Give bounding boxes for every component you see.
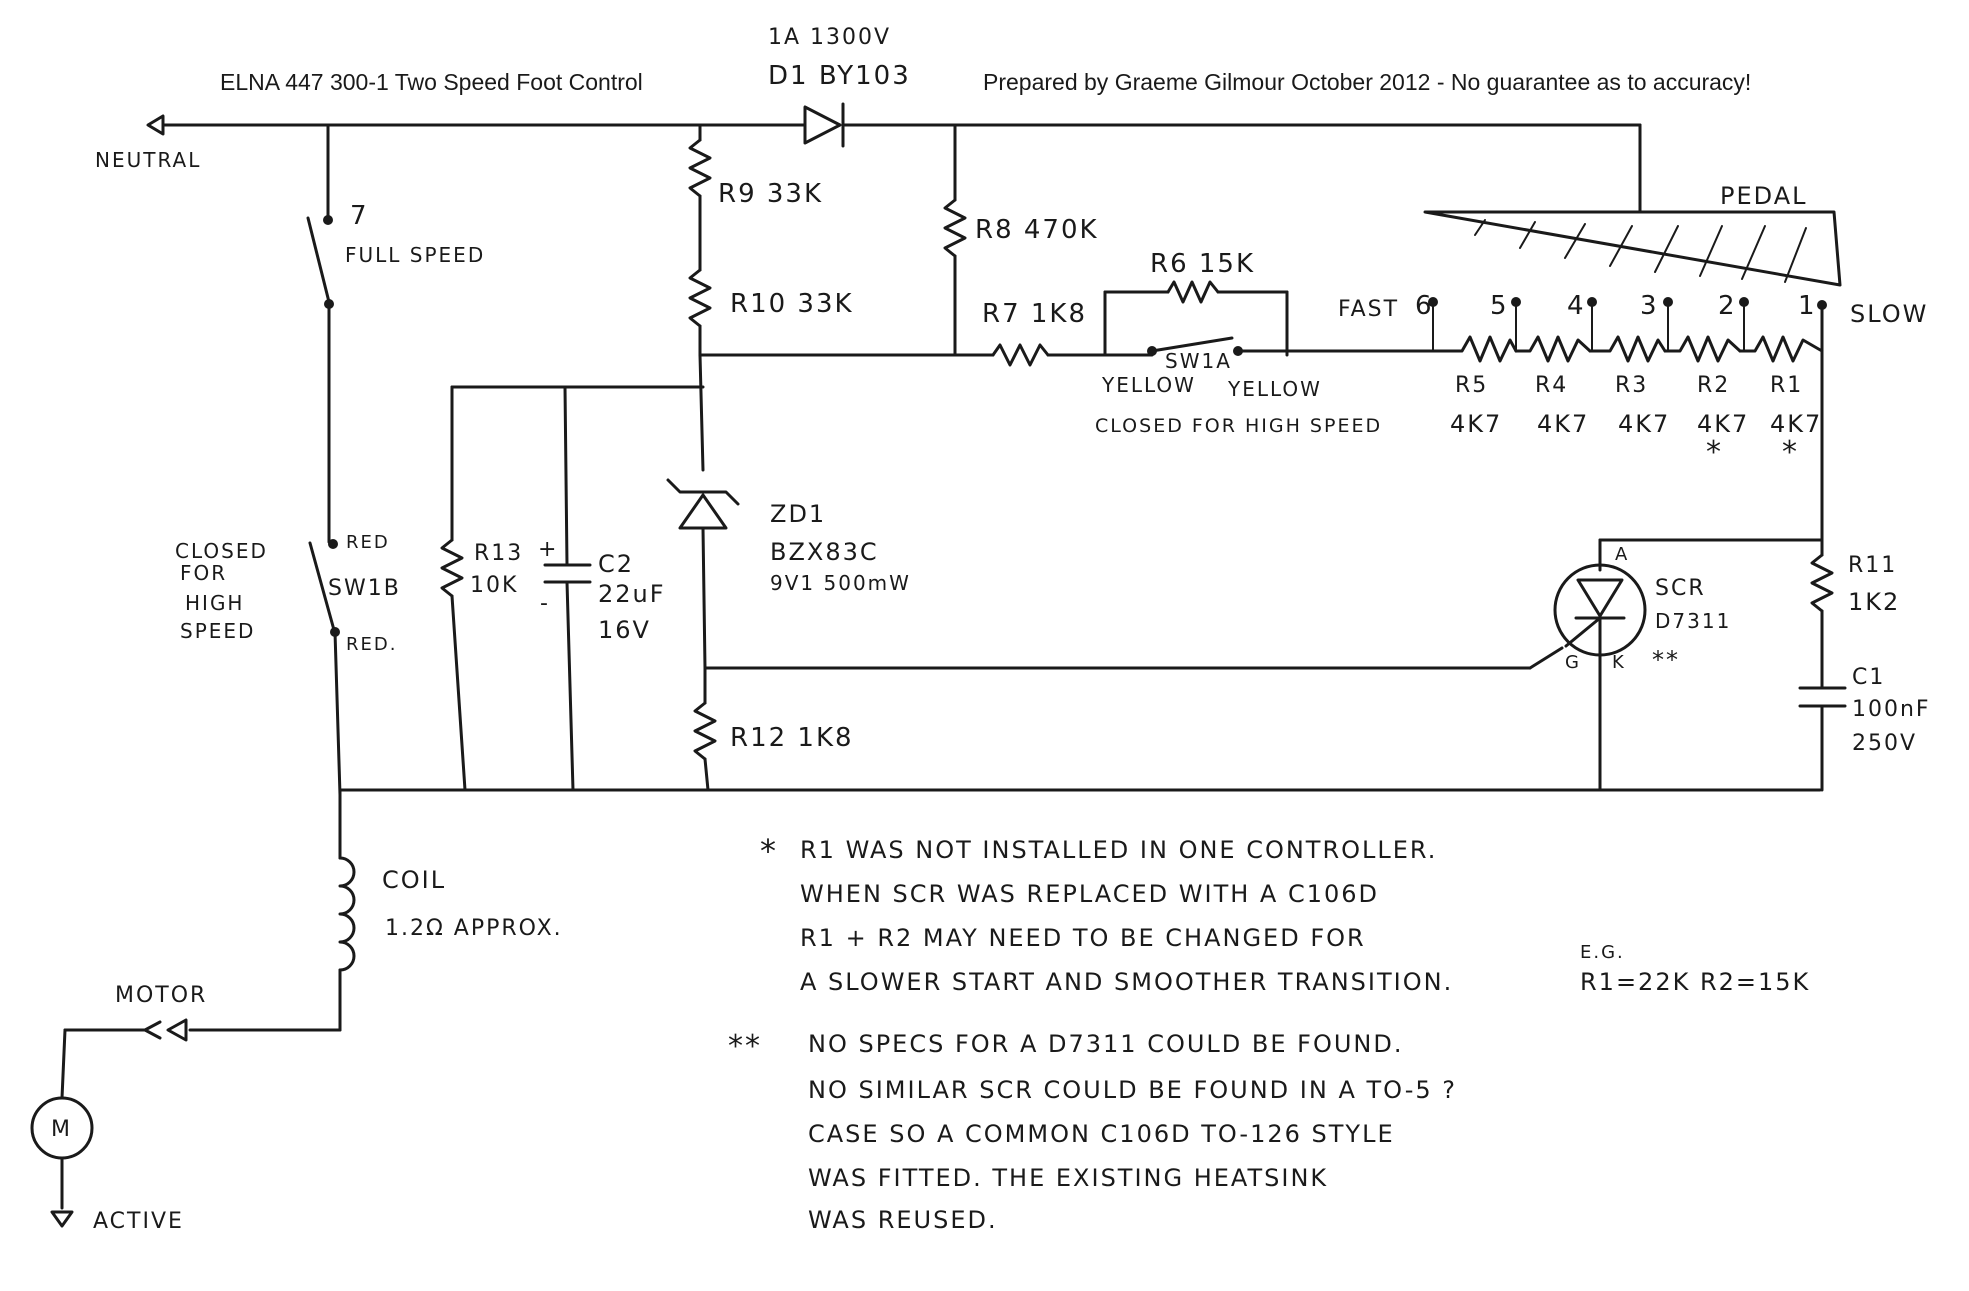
sw1b-note-line-3: HIGH — [185, 591, 244, 615]
sw1a-label: SW1A — [1165, 349, 1232, 373]
pedal-wedge — [1423, 210, 1842, 287]
author-credit: Prepared by Graeme Gilmour October 2012 … — [983, 69, 1751, 95]
c2-plus-sign: + — [538, 537, 558, 562]
tap-label: 4 — [1567, 291, 1586, 321]
note-line: WAS FITTED. THE EXISTING HEATSINK — [808, 1164, 1328, 1192]
double-star-marker: ** — [728, 1029, 762, 1064]
sw1b-label: SW1B — [328, 576, 401, 601]
motor-connector — [30, 1018, 188, 1228]
ladder-resistor-name: R1 — [1770, 373, 1803, 398]
r8-resistor — [943, 123, 967, 357]
ladder-resistor-name: R3 — [1615, 373, 1648, 398]
control-network — [338, 353, 1822, 792]
tap-label: 1 — [1798, 291, 1817, 321]
sw1a-note: CLOSED FOR HIGH SPEED — [1095, 415, 1382, 437]
d1-label: D1 BY103 — [768, 61, 911, 91]
d1-diode-symbol — [803, 102, 1642, 214]
ladder-resistor-value: 4K7 — [1450, 410, 1502, 438]
coil-symbol — [188, 788, 356, 1032]
fast-label: FAST — [1338, 297, 1399, 322]
ladder-resistor-value: 4K7 — [1618, 410, 1670, 438]
sw1a-wire-left-label: YELLOW — [1101, 373, 1196, 397]
ladder-resistor-value: 4K7 — [1537, 410, 1589, 438]
example-values: R1=22K R2=15K — [1580, 968, 1810, 996]
ladder-resistor-name: R4 — [1535, 373, 1568, 398]
scr-cathode-label: K — [1612, 652, 1626, 673]
ladder-resistor-name: R2 — [1697, 373, 1730, 398]
control-rail — [698, 280, 1427, 367]
scr-gate-label: G — [1565, 652, 1581, 673]
r11-c1-branch — [1798, 538, 1847, 792]
pedal-resistor-ladder — [1423, 297, 1827, 542]
r8-label: R8 470K — [975, 215, 1099, 245]
c2-name: C2 — [598, 550, 634, 578]
c1-voltage: 250V — [1852, 731, 1917, 756]
c2-value: 22uF — [598, 580, 666, 608]
note-line: R1 + R2 MAY NEED TO BE CHANGED FOR — [800, 924, 1366, 952]
zd1-name: ZD1 — [770, 500, 826, 528]
c1-value: 100nF — [1852, 697, 1931, 722]
r11-name: R11 — [1848, 553, 1897, 578]
r13-value: 10K — [470, 573, 518, 598]
sw1a-wire-right-label: YELLOW — [1227, 377, 1322, 401]
r9-label: R9 33K — [718, 179, 823, 209]
motor-symbol-label: M — [51, 1117, 72, 1142]
c1-name: C1 — [1852, 665, 1885, 690]
ladder-resistor-name: R5 — [1455, 373, 1488, 398]
ladder-resistor-mark: * — [1706, 435, 1723, 470]
full-speed-pin-label: 7 — [350, 201, 369, 231]
c2-voltage: 16V — [598, 616, 651, 644]
sw1b-note-line-1: CLOSED — [175, 539, 268, 563]
tap-label: 5 — [1490, 291, 1509, 321]
single-star-marker: * — [760, 832, 778, 870]
r9-r10-chain — [688, 123, 712, 357]
full-speed-label: FULL SPEED — [345, 243, 485, 267]
note-line: NO SIMILAR SCR COULD BE FOUND IN A TO-5 … — [808, 1076, 1457, 1104]
r12-label: R12 1K8 — [730, 723, 854, 753]
zd1-rating: 9V1 500mW — [770, 571, 911, 595]
r10-label: R10 33K — [730, 289, 854, 319]
note-line: NO SPECS FOR A D7311 COULD BE FOUND. — [808, 1030, 1403, 1058]
ladder-resistor-value: 4K7 — [1770, 410, 1822, 438]
d1-rating-label: 1A 1300V — [768, 25, 891, 50]
r11-value: 1K2 — [1848, 588, 1900, 616]
tap-label: 3 — [1640, 291, 1659, 321]
scr-mark: ** — [1652, 646, 1680, 674]
r13-name: R13 — [474, 541, 523, 566]
note-line: WAS REUSED. — [808, 1206, 998, 1234]
c2-minus-sign: - — [540, 591, 550, 616]
sw1b-wire-top-label: RED — [346, 532, 390, 553]
example-label: E.G. — [1580, 942, 1625, 963]
ladder-resistor-value: 4K7 — [1697, 410, 1749, 438]
note-line: CASE SO A COMMON C106D TO-126 STYLE — [808, 1120, 1395, 1148]
slow-label: SLOW — [1850, 300, 1928, 328]
active-label: ACTIVE — [93, 1209, 184, 1234]
sw1b-note-line-4: SPEED — [180, 619, 255, 643]
r7-label: R7 1K8 — [982, 299, 1087, 329]
motor-label: MOTOR — [115, 983, 207, 1008]
full-speed-branch — [306, 123, 342, 797]
neutral-terminal — [146, 114, 807, 136]
note-line: A SLOWER START AND SMOOTHER TRANSITION. — [800, 968, 1453, 996]
coil-name: COIL — [382, 866, 446, 894]
diagram-title: ELNA 447 300-1 Two Speed Foot Control — [220, 69, 643, 95]
pedal-label: PEDAL — [1720, 182, 1807, 210]
r6-label: R6 15K — [1150, 249, 1255, 279]
ladder-resistor-mark: * — [1782, 435, 1799, 470]
note-line: WHEN SCR WAS REPLACED WITH A C106D — [800, 880, 1379, 908]
sw1b-note-line-2: FOR — [180, 561, 227, 585]
scr-part: D7311 — [1655, 609, 1731, 633]
sw1b-wire-bottom-label: RED. — [346, 634, 397, 655]
scr-anode-label: A — [1615, 544, 1629, 565]
note-line: R1 WAS NOT INSTALLED IN ONE CONTROLLER. — [800, 836, 1437, 864]
coil-value: 1.2Ω APPROX. — [385, 916, 563, 941]
zd1-part: BZX83C — [770, 538, 879, 566]
scr-name: SCR — [1655, 576, 1706, 601]
scr-symbol — [1553, 538, 1824, 792]
tap-label: 6 — [1415, 291, 1434, 321]
tap-label: 2 — [1718, 291, 1737, 321]
neutral-label: NEUTRAL — [95, 148, 201, 172]
